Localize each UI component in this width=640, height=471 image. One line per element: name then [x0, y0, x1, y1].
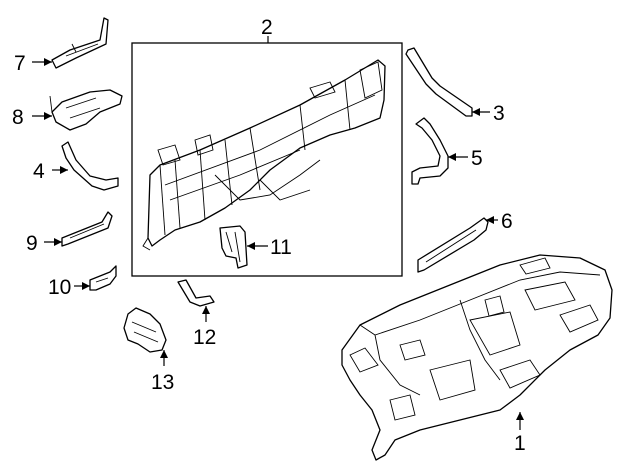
- part-9-bracket[interactable]: [61, 211, 113, 247]
- callout-12: 12: [193, 326, 216, 349]
- part-1-instrument-panel[interactable]: [341, 254, 613, 461]
- part-4-brace[interactable]: [61, 141, 119, 191]
- part-3-brace[interactable]: [405, 47, 473, 117]
- part-12-bracket[interactable]: [177, 279, 215, 307]
- callout-13: 13: [151, 371, 174, 394]
- callout-5: 5: [471, 147, 483, 170]
- part-2-support-frame[interactable]: [142, 59, 386, 251]
- part-8-bracket[interactable]: [49, 89, 123, 131]
- callout-4: 4: [33, 160, 45, 183]
- callout-8: 8: [12, 106, 24, 129]
- part-10-clip[interactable]: [89, 265, 117, 291]
- part-13-shield[interactable]: [123, 307, 167, 353]
- inset-frame: [131, 42, 403, 277]
- part-7-bracket[interactable]: [51, 17, 109, 69]
- part-11-bracket[interactable]: [219, 225, 248, 269]
- part-5-brace[interactable]: [411, 117, 449, 185]
- callout-1: 1: [514, 432, 526, 455]
- callout-10: 10: [48, 276, 71, 299]
- callout-9: 9: [26, 232, 38, 255]
- callout-3: 3: [493, 102, 505, 125]
- part-6-bracket[interactable]: [417, 217, 489, 273]
- callout-2: 2: [261, 16, 273, 39]
- callout-7: 7: [14, 52, 26, 75]
- callout-11: 11: [270, 236, 292, 259]
- callout-6: 6: [501, 210, 513, 233]
